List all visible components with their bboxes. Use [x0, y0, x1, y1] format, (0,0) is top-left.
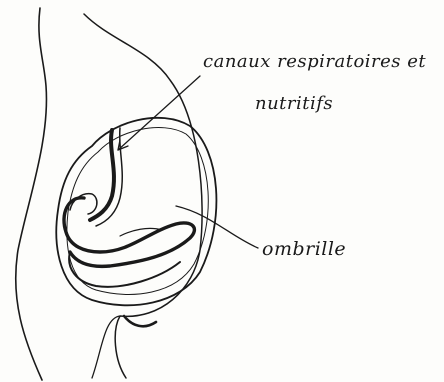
stalk	[124, 316, 156, 326]
membrane-inner	[67, 128, 208, 295]
embryo-tail	[69, 252, 180, 287]
label-canaux-line2: nutritifs	[255, 94, 426, 114]
outer-outline-left	[16, 8, 47, 380]
outer-outline-right	[84, 14, 202, 378]
label-canaux: canaux respiratoires et nutritifs	[203, 52, 426, 114]
label-canaux-line1: canaux respiratoires et	[203, 51, 426, 72]
label-ombrille: ombrille	[262, 238, 346, 260]
leader-ombrille	[176, 206, 258, 248]
